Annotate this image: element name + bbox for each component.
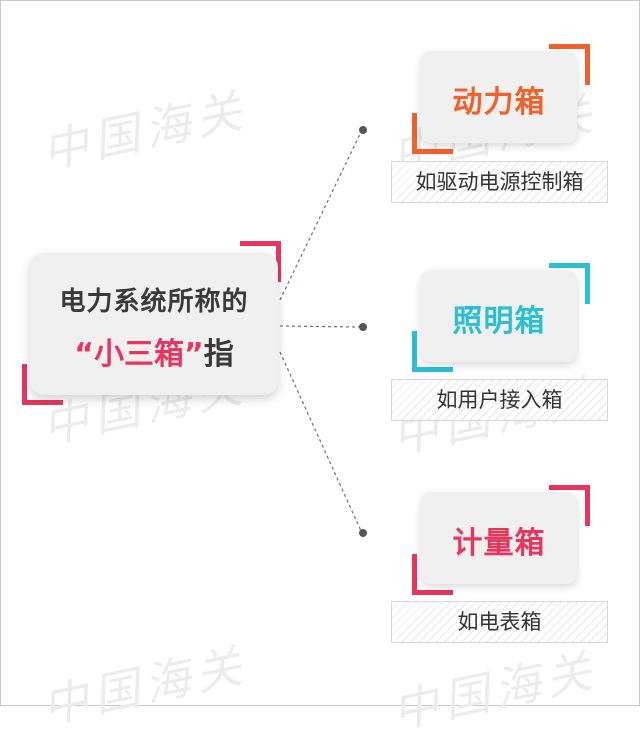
category-title-2: 照明箱 bbox=[452, 304, 546, 339]
main-corner-bottom-left bbox=[22, 364, 63, 405]
main-corner-top-right bbox=[240, 241, 281, 282]
main-title-line2: “小三箱”指 bbox=[30, 329, 278, 373]
main-title-line1: 电力系统所称的 bbox=[59, 287, 249, 317]
main-highlight: 小三箱 bbox=[94, 337, 184, 372]
cat1-corner-top-right bbox=[549, 44, 590, 85]
category-description-1: 如驱动电源控制箱 bbox=[391, 161, 608, 203]
cat2-corner-bottom-left bbox=[412, 331, 453, 372]
category-card-1: 动力箱 bbox=[421, 51, 577, 143]
connector-dot-2 bbox=[359, 323, 367, 331]
cat3-corner-bottom-left bbox=[412, 554, 453, 595]
cat1-corner-bottom-left bbox=[412, 113, 453, 154]
main-suffix: 指 bbox=[203, 337, 234, 372]
category-title-3: 计量箱 bbox=[452, 526, 546, 561]
category-title-1: 动力箱 bbox=[452, 85, 546, 120]
category-card-2: 照明箱 bbox=[421, 270, 577, 362]
connector-line-2 bbox=[279, 325, 363, 328]
category-description-3: 如电表箱 bbox=[391, 601, 608, 643]
connector-lines bbox=[279, 129, 363, 534]
quote-close: ” bbox=[184, 337, 204, 372]
category-card-3: 计量箱 bbox=[421, 492, 577, 584]
connector-dot-3 bbox=[359, 529, 367, 537]
main-card: 电力系统所称的 “小三箱”指 bbox=[30, 253, 278, 395]
cat3-corner-top-right bbox=[549, 485, 590, 526]
connector-dot-1 bbox=[359, 126, 367, 134]
category-description-2: 如用户接入箱 bbox=[391, 379, 608, 421]
connector-line-1 bbox=[279, 129, 363, 301]
cat2-corner-top-right bbox=[549, 263, 590, 304]
quote-open: “ bbox=[74, 337, 94, 372]
connector-line-3 bbox=[279, 351, 363, 534]
